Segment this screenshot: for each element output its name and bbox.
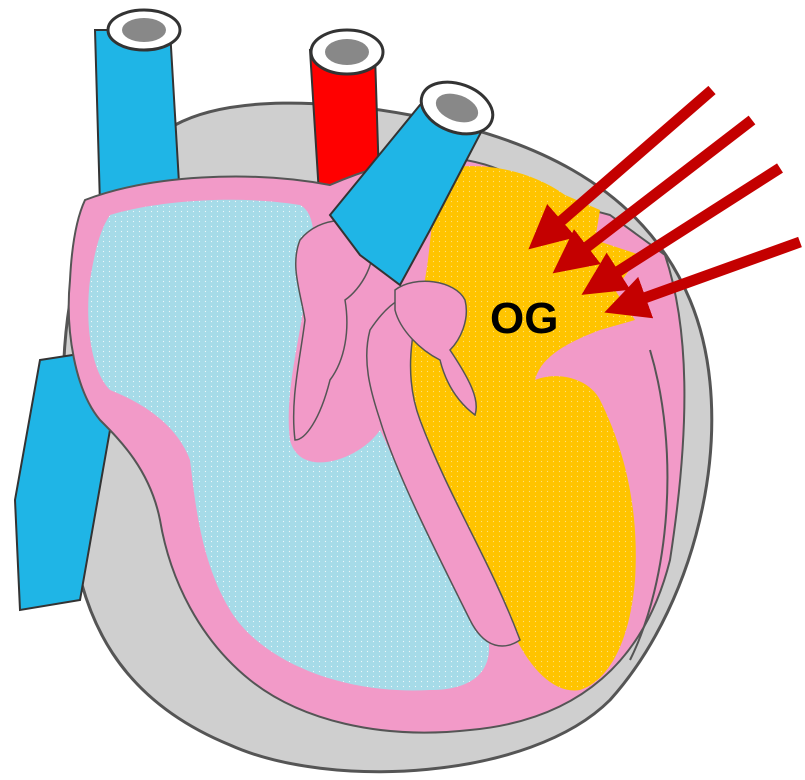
og-label: OG (490, 294, 558, 343)
superior-vena-cava (95, 10, 180, 205)
